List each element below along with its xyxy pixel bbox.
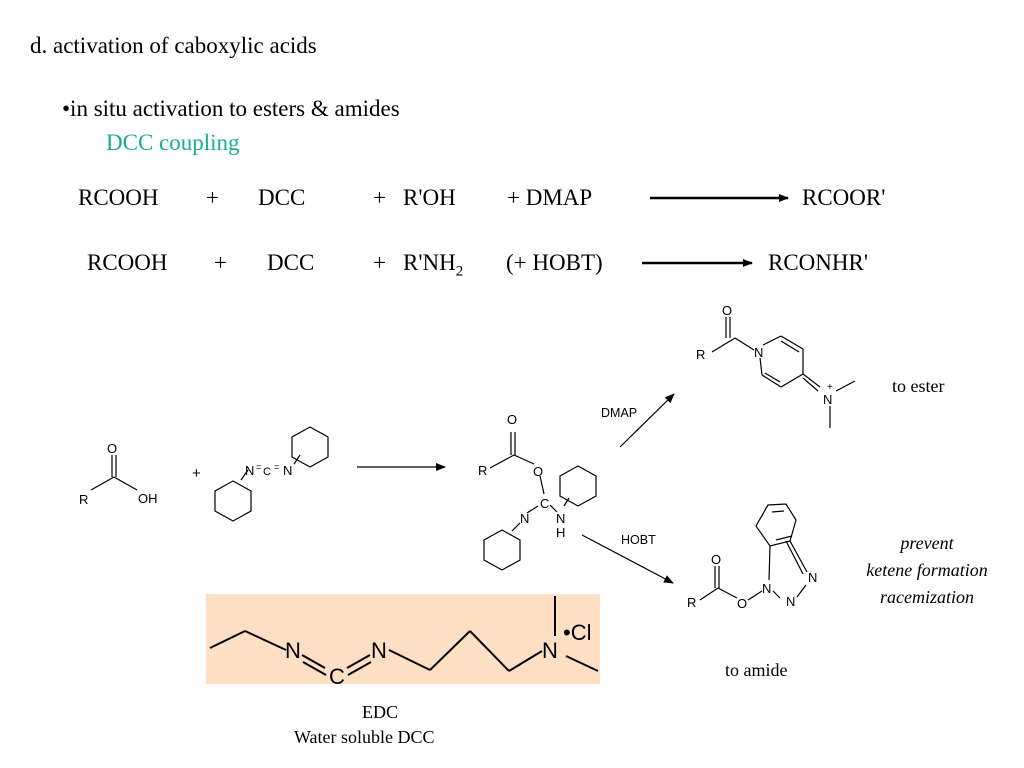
eq2-nucleophile-base: R'NH: [403, 250, 456, 275]
note-line: ketene formation: [866, 560, 988, 580]
eq1-plus-1: +: [206, 185, 219, 210]
intermediate-oxygen-top: O: [507, 412, 517, 427]
o-acylisourea-structure: [483, 432, 597, 571]
dmap-arrow-label: DMAP: [601, 406, 637, 420]
dmap-branch-arrow: [619, 393, 675, 448]
eq1-plus-2: +: [373, 185, 386, 210]
edc-chloride-label: •Cl: [563, 620, 591, 645]
intermediate-n-right: N: [556, 511, 565, 526]
to-amide-label: to amide: [725, 660, 788, 680]
edc-highlight-box: [206, 594, 600, 684]
acyl-dmap-oxygen: O: [722, 303, 732, 318]
intermediate-oxygen-link: O: [533, 464, 543, 479]
hobt-n2-label: N: [786, 594, 795, 609]
svg-text:=: =: [274, 462, 279, 472]
eq1-nucleophile: R'OH: [403, 185, 456, 210]
edc-structure: [209, 596, 599, 676]
intermediate-c-label: C: [540, 496, 549, 511]
eq2-nucleophile: R'NH2: [403, 250, 463, 281]
intermediate-n-left: N: [520, 511, 529, 526]
eq1-product: RCOOR': [802, 185, 886, 210]
note-line: prevent: [900, 533, 954, 553]
acid-oxygen-label: O: [107, 441, 117, 456]
eq2-plus-1: +: [214, 250, 227, 275]
hobt-ester-structure: [699, 503, 808, 601]
eq2-plus-2: +: [373, 250, 386, 275]
dcc-n1-label: N: [245, 463, 254, 478]
edc-name: EDC: [362, 702, 398, 722]
carboxylic-acid-structure: [90, 455, 138, 491]
edc-c-label: C: [329, 664, 345, 689]
eq2-nucleophile-subscript: 2: [455, 263, 464, 280]
hobt-n3-label: N: [808, 570, 817, 585]
acyl-dmap-ring-n: N: [754, 345, 763, 360]
hobt-ester-oxygen-top: O: [711, 552, 721, 567]
acylpyridinium-structure: [711, 317, 856, 428]
eq2-reagent: DCC: [267, 250, 315, 275]
hobt-arrow-label: HOBT: [621, 533, 656, 547]
eq2-additive: (+ HOBT): [506, 250, 603, 275]
edc-caption: Water soluble DCC: [294, 727, 435, 747]
eq1-additive: + DMAP: [507, 185, 593, 210]
bullet-point: •in situ activation to esters & amides: [62, 96, 400, 121]
hobt-branch-arrow: [581, 534, 674, 584]
positive-charge-icon: +: [827, 382, 833, 393]
acyl-dmap-dimethylamino-n: N: [823, 392, 832, 407]
eq1-acid: RCOOH: [78, 185, 159, 210]
acyl-dmap-r: R: [696, 347, 705, 362]
hobt-ester-r: R: [687, 595, 696, 610]
dcc-n2-label: N: [283, 463, 292, 478]
eq2-product: RCONHR': [768, 250, 868, 275]
eq2-acid: RCOOH: [87, 250, 168, 275]
intermediate-h-label: H: [556, 525, 565, 540]
side-note: prevent ketene formation racemization: [842, 530, 1012, 611]
scheme-plus: +: [192, 465, 201, 482]
hobt-n1-label: N: [762, 581, 771, 596]
acid-r-label: R: [79, 492, 88, 507]
note-line: racemization: [880, 587, 974, 607]
eq1-reagent: DCC: [258, 185, 306, 210]
edc-n3-label: N: [542, 638, 558, 663]
subtitle-dcc-coupling: DCC coupling: [106, 130, 240, 155]
acid-hydroxyl-label: OH: [138, 491, 158, 506]
page-title: d. activation of caboxylic acids: [30, 33, 317, 58]
edc-n1-label: N: [285, 638, 301, 663]
to-ester-label: to ester: [892, 376, 945, 396]
hobt-ester-oxygen-link: O: [737, 596, 747, 611]
svg-text:=: =: [256, 462, 261, 472]
dcc-structure: [214, 426, 329, 522]
edc-n2-label: N: [371, 638, 387, 663]
dcc-c-label: C: [263, 466, 271, 478]
intermediate-r-label: R: [478, 463, 487, 478]
